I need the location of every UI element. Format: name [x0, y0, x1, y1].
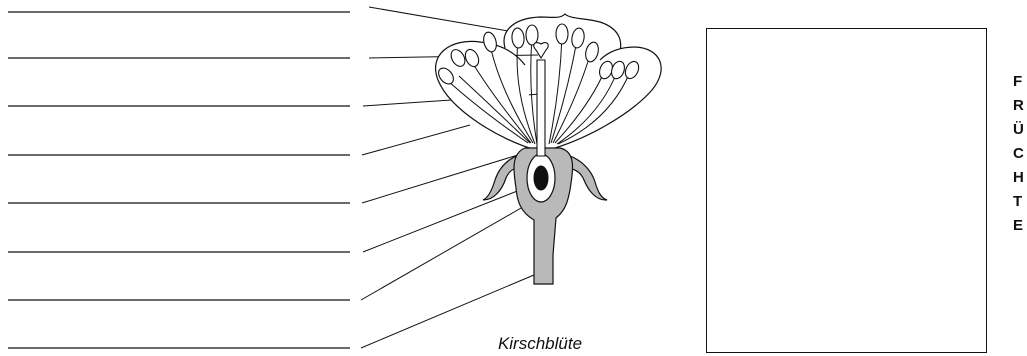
- leader-line-1: [369, 7, 526, 34]
- leader-line-7: [361, 200, 535, 300]
- side-letter: E: [1013, 214, 1027, 238]
- side-letter: R: [1013, 94, 1027, 118]
- leader-line-4: [362, 125, 470, 155]
- side-letter: H: [1013, 166, 1027, 190]
- drawing-answer-box[interactable]: [706, 28, 987, 353]
- diagram-caption: Kirschblüte: [470, 334, 610, 354]
- side-word-vertical: F R Ü C H T E: [1013, 70, 1027, 238]
- style: [537, 60, 545, 156]
- stigma: [534, 43, 549, 58]
- side-letter: Ü: [1013, 118, 1027, 142]
- ovule: [534, 166, 548, 190]
- petals: [436, 14, 662, 150]
- label-lines: [8, 12, 350, 348]
- side-letter: C: [1013, 142, 1027, 166]
- side-letter: F: [1013, 70, 1027, 94]
- side-letter: T: [1013, 190, 1027, 214]
- leader-line-6: [363, 184, 535, 252]
